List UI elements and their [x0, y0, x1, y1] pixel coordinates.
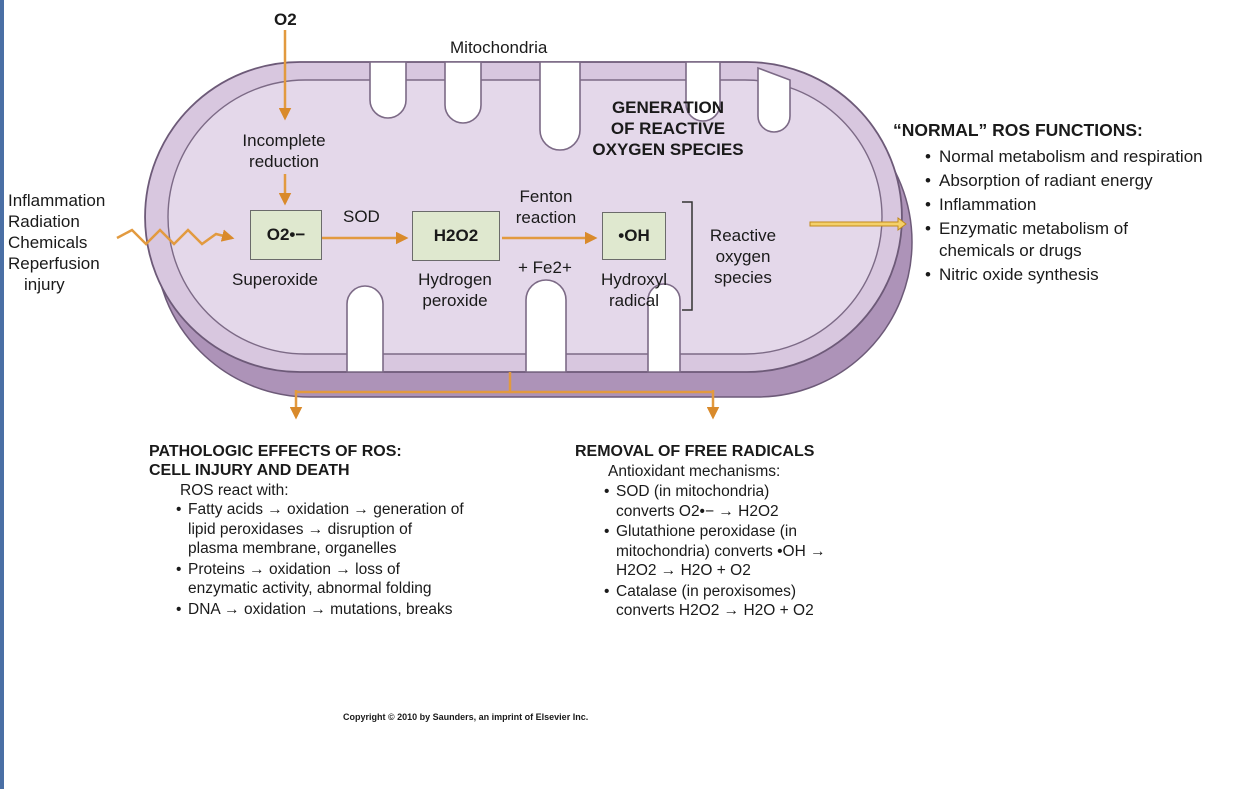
list-item: •Normal metabolism and respiration [925, 147, 1203, 166]
pathologic-intro: ROS react with: [180, 482, 289, 499]
list-item: •Absorption of radiant energy [925, 171, 1153, 190]
list-item: •SOD (in mitochondria) converts O2•− → H… [604, 483, 779, 520]
list-item: •Glutathione peroxidase (in mitochondria… [604, 523, 826, 579]
superoxide-box: O2•− [250, 210, 322, 260]
fe-label: + Fe2+ [518, 258, 572, 277]
hydroxyl-radical-label: Hydroxyl radical [600, 270, 668, 310]
pathologic-heading: PATHOLOGIC EFFECTS OF ROS: CELL INJURY A… [149, 443, 402, 479]
list-item: •Inflammation [925, 195, 1037, 214]
bracket-icon [682, 201, 693, 311]
normal-functions-arrow-icon [809, 217, 907, 231]
pathologic-list: •Fatty acids → oxidation → generation of… [176, 500, 466, 619]
removal-intro: Antioxidant mechanisms: [608, 463, 781, 480]
ros-label: Reactive oxygen species [709, 226, 777, 287]
normal-functions-heading: “NORMAL” ROS FUNCTIONS: [893, 120, 1143, 140]
h2o2-box: H2O2 [412, 211, 500, 261]
removal-list: •SOD (in mitochondria) converts O2•− → H… [604, 482, 954, 621]
stressors-list: Inflammation Radiation Chemicals Reperfu… [8, 191, 106, 294]
branch-arrows-icon [289, 372, 720, 420]
list-item: •DNA → oxidation → mutations, breaks [176, 600, 453, 618]
sod-label: SOD [343, 207, 380, 226]
incomplete-reduction-label: Incomplete reduction [242, 131, 326, 171]
o2-label: O2 [274, 10, 297, 29]
normal-functions-list: •Normal metabolism and respiration •Abso… [925, 146, 1225, 288]
mitochondria-label: Mitochondria [450, 38, 548, 57]
mitochondrion-inner-membrane [167, 79, 883, 355]
superoxide-label: Superoxide [232, 270, 319, 289]
fenton-label: Fenton reaction [515, 187, 577, 227]
copyright: Copyright © 2010 by Saunders, an imprint… [343, 712, 589, 722]
generation-title: GENERATION OF REACTIVE OXYGEN SPECIES [592, 98, 744, 159]
list-item: •Catalase (in peroxisomes) converts H2O2… [604, 582, 814, 620]
hydroxyl-box: •OH [602, 212, 666, 260]
zigzag-arrow-icon [116, 228, 235, 246]
list-item: •Nitric oxide synthesis [925, 265, 1099, 284]
hydrogen-peroxide-label: Hydrogen peroxide [418, 270, 492, 310]
cristae [346, 61, 791, 373]
removal-heading: REMOVAL OF FREE RADICALS [575, 443, 815, 460]
page-border [0, 0, 4, 789]
list-item: •Proteins → oxidation → loss of enzymati… [176, 560, 432, 598]
list-item: •Enzymatic metabolism of chemicals or dr… [925, 219, 1128, 260]
list-item: •Fatty acids → oxidation → generation of… [176, 501, 464, 557]
